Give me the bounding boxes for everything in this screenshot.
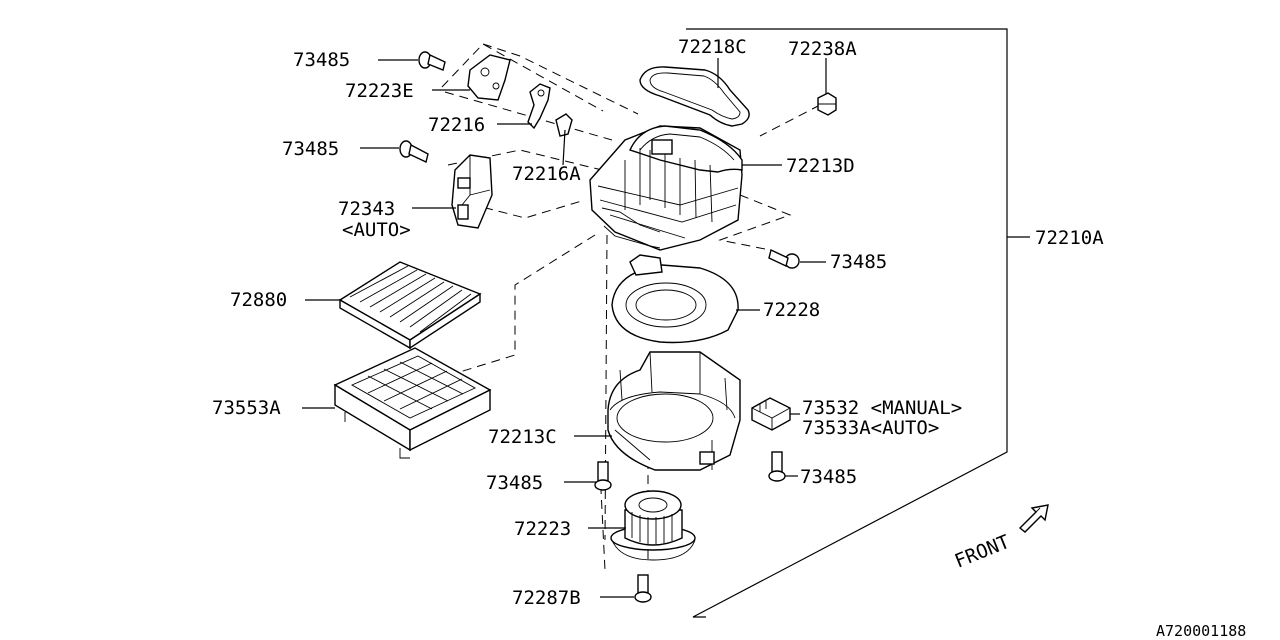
servo-motor-72343 xyxy=(451,154,493,229)
label-72287B: 72287B xyxy=(512,587,581,609)
label-72343: 72343 xyxy=(338,198,395,220)
label-72223: 72223 xyxy=(514,518,571,540)
label-73553A: 73553A xyxy=(212,397,281,419)
label-72228: 72228 xyxy=(763,299,820,321)
screw-top xyxy=(418,51,446,71)
bellmouth-72228 xyxy=(611,254,739,344)
label-72343-auto: <AUTO> xyxy=(342,219,411,241)
lower-housing-72213C xyxy=(607,351,741,471)
label-front: FRONT xyxy=(952,531,1013,573)
label-72213C: 72213C xyxy=(488,426,557,448)
upper-housing xyxy=(589,125,743,251)
diagram-id: A720001188 xyxy=(1156,622,1246,640)
label-73485-low-left: 73485 xyxy=(486,472,543,494)
label-72223E: 72223E xyxy=(345,80,414,102)
label-72238A: 72238A xyxy=(788,38,857,60)
screw-72287B xyxy=(634,574,652,603)
label-73485-low-right: 73485 xyxy=(800,466,857,488)
resistor-73532 xyxy=(751,397,791,431)
screws-73485 xyxy=(399,51,800,603)
clip-72238A xyxy=(817,92,837,116)
screw-right xyxy=(768,249,800,269)
label-72880: 72880 xyxy=(230,289,287,311)
filter-frame-73553A xyxy=(333,347,492,459)
label-72216A: 72216A xyxy=(512,163,581,185)
screw-low-right xyxy=(768,451,786,482)
label-73533A-auto: 73533A<AUTO> xyxy=(802,417,939,439)
assembly-bracket-72210A xyxy=(686,28,1030,618)
label-72210A: 72210A xyxy=(1035,227,1104,249)
filter-72880 xyxy=(338,261,482,350)
label-72213D: 72213D xyxy=(786,155,855,177)
label-73485-top: 73485 xyxy=(293,49,350,71)
label-73485-mid: 73485 xyxy=(282,138,339,160)
blower-motor-72223 xyxy=(610,490,696,561)
label-72216: 72216 xyxy=(428,114,485,136)
front-arrow-icon xyxy=(1018,504,1049,533)
gasket-72218C xyxy=(639,66,750,127)
label-73532-manual: 73532 <MANUAL> xyxy=(802,397,962,419)
screw-low-left xyxy=(594,461,612,491)
leader-lines xyxy=(302,58,827,598)
label-73485-right: 73485 xyxy=(830,251,887,273)
label-72218C: 72218C xyxy=(678,36,747,58)
part-labels: 73485 72223E 72216 73485 72216A 72343 <A… xyxy=(212,36,1246,640)
alignment-lines xyxy=(441,43,821,571)
screw-mid xyxy=(399,140,429,163)
link-levers xyxy=(467,54,573,137)
